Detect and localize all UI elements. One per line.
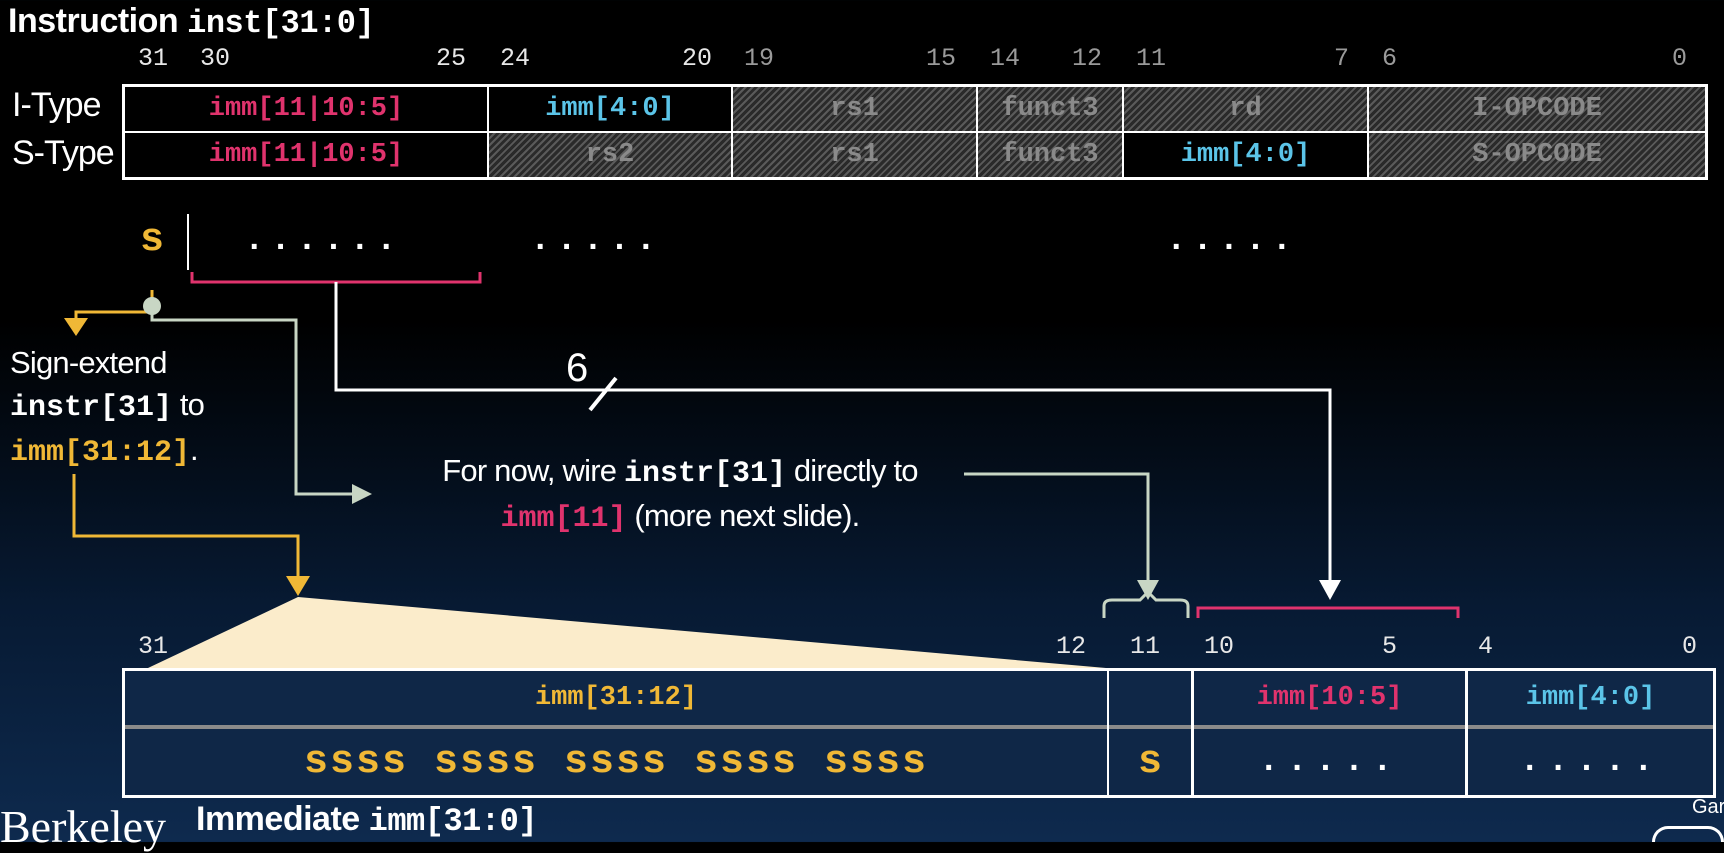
bit-31: 31 — [138, 44, 169, 73]
imm-10-5-header: imm[10:5] — [1256, 683, 1403, 713]
sign-extend-code-instr: instr[31] — [10, 391, 173, 425]
wire-note-text3: (more next slide). — [626, 498, 860, 533]
sign-extend-arrow-1 — [64, 318, 88, 336]
wire-to-note — [150, 306, 356, 496]
imm-col-divider-3 — [1465, 671, 1468, 795]
s-rs1-field: rs1 — [733, 133, 978, 177]
i-opcode-field: I-OPCODE — [1369, 87, 1705, 133]
wire-note-text2: directly to — [786, 453, 919, 488]
wire-note-line2: imm[11] (more next slide). — [410, 495, 950, 540]
i-imm-lo-field: imm[4:0] — [489, 87, 733, 133]
wire-note-code-instr: instr[31] — [624, 457, 787, 491]
wire-imm11 — [964, 472, 1150, 584]
bit-15: 15 — [926, 44, 957, 73]
s-funct3-field: funct3 — [978, 133, 1124, 177]
sign-extend-arrow-2 — [286, 576, 310, 596]
sign-extend-to: to — [172, 387, 205, 422]
immediate-table: imm[31:12] imm[10:5] imm[4:0] ssss ssss … — [122, 668, 1716, 798]
sign-bit-label: s — [140, 218, 165, 263]
imm-bit-4: 4 — [1478, 632, 1494, 661]
sign-extend-note: Sign-extend instr[31] to imm[31:12]. — [10, 342, 205, 474]
imm-bit-12: 12 — [1056, 632, 1087, 661]
immediate-title-code: imm[31:0] — [368, 803, 538, 840]
imm-bit-0: 0 — [1682, 632, 1698, 661]
i-rd-field: rd — [1124, 87, 1369, 133]
wire-note-line1: For now, wire instr[31] directly to — [410, 450, 950, 495]
imm-31-12-value: ssss ssss ssss ssss ssss — [303, 739, 929, 785]
instruction-title: Instruction inst[31:0] — [8, 2, 375, 42]
imm10-5-bracket-bottom — [1196, 606, 1460, 618]
corner-text: Gar — [1692, 796, 1724, 818]
wire-sign-extend-start — [74, 290, 154, 320]
immediate-title-prefix: Immediate — [196, 800, 360, 838]
bus-width-label: 6 — [566, 346, 589, 390]
wire-note: For now, wire instr[31] directly to imm[… — [410, 450, 950, 540]
sign-extend-period: . — [190, 432, 199, 467]
bit-30: 30 — [200, 44, 231, 73]
bit-25: 25 — [436, 44, 467, 73]
imm-31-12-header: imm[31:12] — [534, 683, 698, 713]
immediate-title: Immediate imm[31:0] — [196, 800, 537, 840]
imm11-bracket — [1102, 589, 1190, 618]
bit-14: 14 — [990, 44, 1021, 73]
imm10-5-bracket-top — [190, 272, 482, 284]
i-imm-hi-field: imm[11|10:5] — [125, 87, 489, 133]
bit-20: 20 — [682, 44, 713, 73]
dots-imm10-5: ...... — [244, 222, 403, 260]
imm-bit-5: 5 — [1382, 632, 1398, 661]
sign-extend-line1: Sign-extend — [10, 345, 167, 380]
bit-24: 24 — [500, 44, 531, 73]
imm-11-value: s — [1137, 739, 1162, 785]
bit-12: 12 — [1072, 44, 1103, 73]
imm-4-0-value: ..... — [1519, 743, 1662, 781]
title-code: inst[31:0] — [187, 5, 375, 42]
sign-extend-line2: instr[31] to — [10, 384, 205, 429]
bit-7: 7 — [1334, 44, 1350, 73]
imm-bit-31: 31 — [138, 632, 169, 661]
sign-extension-wedge — [148, 597, 1106, 668]
imm-bit-11: 11 — [1130, 632, 1161, 661]
dots-imm4-0: ..... — [1166, 222, 1299, 260]
sign-extend-line3: imm[31:12]. — [10, 429, 204, 474]
imm-col-divider-1 — [1107, 671, 1109, 795]
bit-0: 0 — [1672, 44, 1688, 73]
title-prefix: Instruction — [8, 2, 179, 40]
wire-imm10-5-arrow — [1319, 580, 1341, 600]
wire-note-text1: For now, wire — [442, 453, 625, 488]
i-rs1-field: rs1 — [733, 87, 978, 133]
imm-bit-10: 10 — [1204, 632, 1235, 661]
i-funct3-field: funct3 — [978, 87, 1124, 133]
s-opcode-field: S-OPCODE — [1369, 133, 1705, 177]
bus-width-slash — [588, 376, 618, 412]
instruction-format-table: imm[11|10:5] imm[4:0] rs1 funct3 rd I-OP… — [122, 84, 1708, 180]
bit-19: 19 — [744, 44, 775, 73]
imm-4-0-header: imm[4:0] — [1525, 683, 1656, 713]
i-type-label: I-Type — [12, 86, 101, 124]
sign-extend-code-imm: imm[31:12] — [10, 436, 191, 470]
imm-row-divider — [125, 725, 1713, 729]
s-imm-hi-field: imm[11|10:5] — [125, 133, 489, 177]
bit-11: 11 — [1136, 44, 1167, 73]
wire-sign-extend — [72, 474, 300, 580]
imm-col-divider-2 — [1191, 671, 1194, 795]
imm-10-5-value: ..... — [1258, 743, 1401, 781]
wire-imm10-5 — [334, 282, 1332, 584]
bit-6: 6 — [1382, 44, 1398, 73]
berkeley-logo: Berkeley — [0, 801, 167, 852]
s-type-label: S-Type — [12, 134, 115, 172]
cc-license-icon — [1652, 826, 1724, 842]
s-imm-lo-field: imm[4:0] — [1124, 133, 1369, 177]
s-rs2-field: rs2 — [489, 133, 733, 177]
wire-to-note-arrow — [352, 484, 372, 504]
dots-rs2: ..... — [530, 222, 663, 260]
wire-note-code-imm: imm[11] — [500, 502, 627, 536]
imm-11-header — [1109, 671, 1191, 725]
